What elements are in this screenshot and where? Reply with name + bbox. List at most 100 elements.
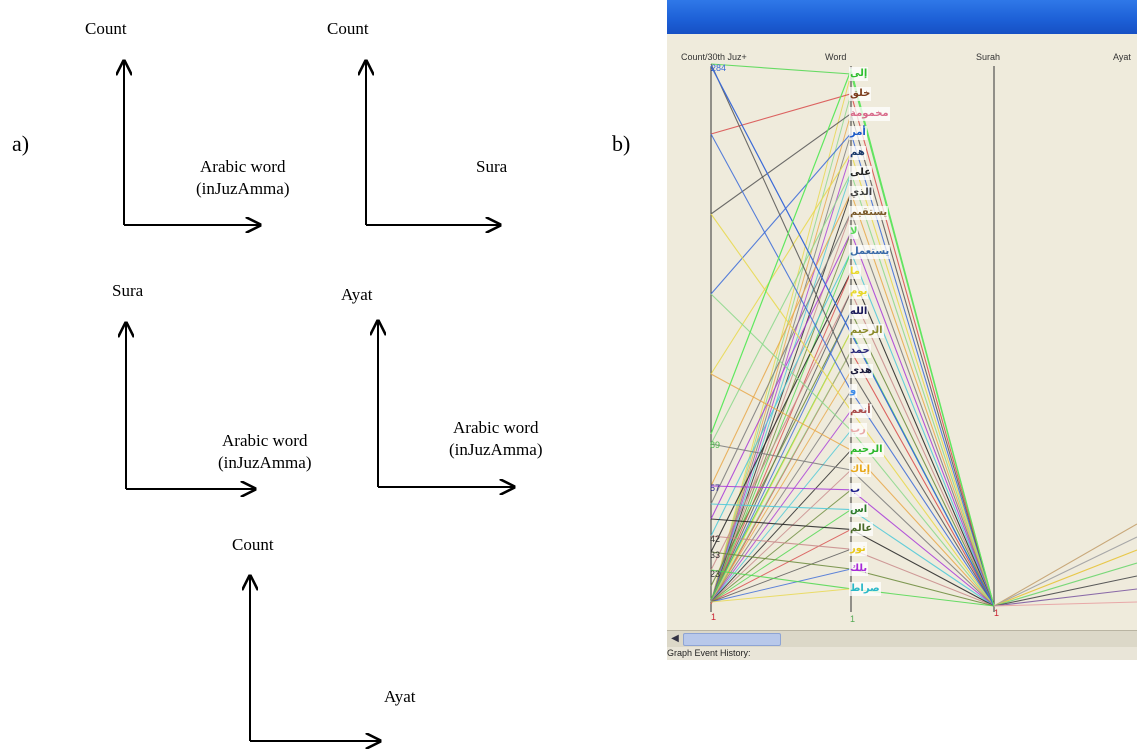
count-tick: 57 xyxy=(710,483,721,493)
data-polyline[interactable] xyxy=(710,469,852,603)
data-polyline[interactable] xyxy=(993,562,1137,607)
word-label[interactable]: خلق xyxy=(849,86,872,101)
word-label[interactable]: يوم xyxy=(849,284,869,299)
count-tick: 284 xyxy=(711,63,727,73)
data-polyline[interactable] xyxy=(710,232,852,603)
y-axis-label: Count xyxy=(232,535,274,554)
column-header-word[interactable]: Word xyxy=(825,52,847,62)
x-axis-label-line: (inJuzAmma) xyxy=(196,179,290,198)
data-polyline[interactable] xyxy=(710,568,852,603)
chevron-left-icon[interactable]: ◀ xyxy=(671,633,679,644)
axis-pair-count-ayat xyxy=(250,576,380,741)
word-label[interactable]: الله xyxy=(849,304,869,319)
data-polyline[interactable] xyxy=(993,601,1137,607)
word-label[interactable]: يستعمل xyxy=(849,245,891,260)
data-polyline[interactable] xyxy=(993,523,1137,607)
word-label[interactable]: الرحيم xyxy=(849,443,884,458)
word-label[interactable]: يستقيم xyxy=(849,205,889,220)
x-axis-label: Arabic word (inJuzAmma) xyxy=(196,156,289,200)
word-label[interactable]: صراط xyxy=(849,581,881,596)
axis-diagrams xyxy=(0,0,660,751)
data-polyline[interactable] xyxy=(710,588,852,603)
x-axis-label: Arabic word (inJuzAmma) xyxy=(449,417,542,461)
x-axis-label: Arabic word (inJuzAmma) xyxy=(218,430,311,474)
axis-pair-count-word xyxy=(124,61,260,225)
x-axis-label-line: (inJuzAmma) xyxy=(218,453,312,472)
window-titlebar xyxy=(667,0,1137,34)
data-polyline[interactable] xyxy=(710,212,852,603)
word-label[interactable]: لا xyxy=(849,225,859,240)
word-label[interactable]: أنعم xyxy=(849,403,872,418)
word-label[interactable]: نور xyxy=(849,542,867,557)
word-label[interactable]: أمر xyxy=(849,126,867,141)
word-label[interactable]: عالم xyxy=(849,522,874,537)
data-polyline[interactable] xyxy=(710,350,852,603)
parallel-coordinates-plot[interactable]: Count/30th Juz+ Word Surah Ayat 284 89 5… xyxy=(667,34,1137,630)
data-polyline[interactable] xyxy=(710,73,852,603)
y-axis-label: Count xyxy=(327,19,369,38)
word-label[interactable]: إياك xyxy=(849,463,872,477)
word-label[interactable]: ب xyxy=(849,482,862,497)
data-polyline[interactable] xyxy=(993,588,1137,607)
x-axis-label: Ayat xyxy=(384,687,416,706)
data-polyline[interactable] xyxy=(710,133,852,603)
x-axis-label-line: Arabic word xyxy=(200,157,286,176)
data-polyline[interactable] xyxy=(710,370,852,603)
data-polyline[interactable] xyxy=(710,509,852,603)
data-polyline[interactable] xyxy=(710,548,852,603)
count-tick: 33 xyxy=(710,550,721,560)
data-polyline[interactable] xyxy=(993,575,1137,607)
word-label[interactable]: الذي xyxy=(849,185,874,200)
word-label[interactable]: الرحيم xyxy=(849,324,884,339)
word-label[interactable]: رب xyxy=(849,423,867,438)
word-label[interactable]: هدى xyxy=(849,364,873,378)
word-axis-bottom-label: 1 xyxy=(850,614,856,624)
data-polyline[interactable] xyxy=(710,390,852,603)
count-axis-bottom-label: 1 xyxy=(711,612,717,622)
axis-pair-sura-word xyxy=(126,323,255,489)
data-polyline[interactable] xyxy=(710,93,852,603)
word-label[interactable]: ما xyxy=(849,265,861,279)
panel-b-label: b) xyxy=(612,131,631,156)
x-axis-label-line: Arabic word xyxy=(222,431,308,450)
count-tick: 42 xyxy=(710,534,721,544)
data-polyline[interactable] xyxy=(710,172,852,603)
count-tick: 89 xyxy=(710,440,721,450)
scrollbar-thumb[interactable] xyxy=(683,633,781,646)
panel-a-label: a) xyxy=(12,131,30,156)
x-axis-label-line: Arabic word xyxy=(453,418,539,437)
y-axis-label: Ayat xyxy=(341,285,373,304)
word-label[interactable]: هم xyxy=(849,146,866,161)
data-polyline[interactable] xyxy=(710,252,852,603)
word-label[interactable]: اس xyxy=(849,502,869,517)
horizontal-scrollbar[interactable]: ◀ xyxy=(667,630,1137,647)
parallel-coordinates-screenshot: Count/30th Juz+ Word Surah Ayat 284 89 5… xyxy=(667,0,1137,660)
axis-pair-count-sura xyxy=(366,61,500,225)
data-polyline[interactable] xyxy=(710,271,852,603)
column-header-ayat[interactable]: Ayat xyxy=(1113,52,1131,62)
surah-axis-bottom-label: 1 xyxy=(994,608,1000,618)
y-axis-label: Count xyxy=(85,19,127,38)
word-label[interactable]: إلى xyxy=(849,67,869,81)
word-label[interactable]: مخمومة xyxy=(849,106,890,121)
count-tick: 23 xyxy=(710,569,721,579)
data-polyline[interactable] xyxy=(710,331,852,603)
x-axis-label: Sura xyxy=(476,157,508,176)
data-polyline[interactable] xyxy=(710,153,852,603)
data-polyline[interactable] xyxy=(993,549,1137,607)
graph-event-history-label: Graph Event History: xyxy=(667,648,751,658)
data-polyline[interactable] xyxy=(710,449,852,603)
data-polyline[interactable] xyxy=(710,291,852,603)
column-header-surah[interactable]: Surah xyxy=(976,52,1001,62)
x-axis-label-line: (inJuzAmma) xyxy=(449,440,543,459)
data-polyline[interactable] xyxy=(710,528,852,603)
word-label[interactable]: على xyxy=(849,166,873,180)
axis-pair-ayat-word xyxy=(378,321,514,487)
column-header-count[interactable]: Count/30th Juz+ xyxy=(681,52,747,62)
word-label[interactable]: بلك xyxy=(849,562,869,576)
y-axis-label: Sura xyxy=(112,281,144,300)
word-label[interactable]: حمد xyxy=(849,344,871,359)
word-label[interactable]: و xyxy=(849,383,858,398)
data-polyline[interactable] xyxy=(993,536,1137,607)
